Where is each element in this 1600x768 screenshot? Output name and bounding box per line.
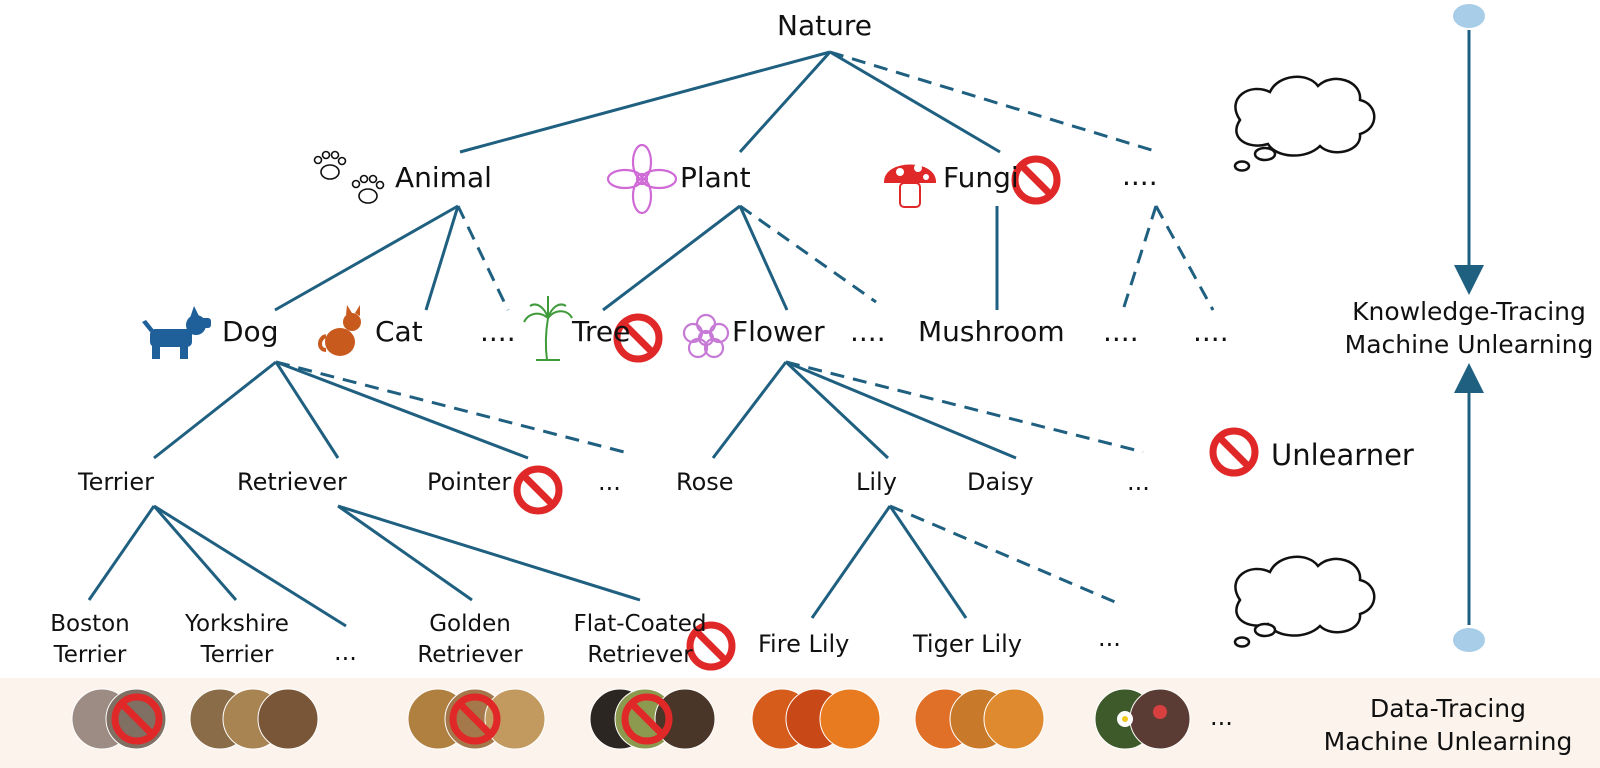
- node-pointer: Pointer: [427, 468, 512, 496]
- node-animal-more: ....: [480, 315, 516, 348]
- edge-flower-daisy: [785, 360, 1017, 460]
- node-plant-more: ....: [850, 315, 886, 348]
- ban-icon: [621, 693, 673, 745]
- ban-icon: [449, 693, 501, 745]
- node-tiger-lily: Tiger Lily: [913, 630, 1022, 658]
- legend-unlearner: Unlearner: [1271, 438, 1414, 472]
- edge-lily-tiger: [888, 505, 968, 619]
- edge-flower-lily: [784, 360, 890, 460]
- label-knowledge-line1: Knowledge-Tracing: [1352, 297, 1586, 326]
- ban-icon: [613, 313, 663, 363]
- edge-lily-more: [889, 504, 1116, 604]
- thought-cloud-icon: [1233, 555, 1376, 648]
- edge-nature-fungi: [829, 50, 1001, 154]
- axis-bottom-node: [1453, 628, 1485, 652]
- palm-tree-icon: [523, 296, 573, 361]
- edge-nature-plant: [738, 50, 832, 154]
- node-yorkshire-line1: Yorkshire: [185, 611, 289, 637]
- edge-terrier-yorkshire: [152, 505, 238, 601]
- node-terrier: Terrier: [78, 468, 154, 496]
- node-daisy: Daisy: [967, 468, 1034, 496]
- node-golden-line2: Retriever: [417, 642, 523, 669]
- photo-strip-more: ...: [1210, 703, 1233, 731]
- label-data-line1: Data-Tracing: [1369, 694, 1527, 723]
- node-golden-retriever: Golden Retriever: [400, 609, 540, 671]
- label-knowledge-line2: Machine Unlearning: [1344, 329, 1594, 359]
- node-yorkshire-terrier: Yorkshire Terrier: [167, 609, 307, 671]
- node-flat-coated-retriever: Flat-Coated Retriever: [560, 609, 720, 671]
- node-fungi: Fungi: [943, 161, 1019, 194]
- edge-dog-more: [275, 360, 625, 454]
- edge-nature-more: [829, 50, 1159, 154]
- edge-flower-rose: [711, 361, 788, 459]
- node-flower-more: ...: [1127, 468, 1150, 496]
- edge-animal-more: [456, 205, 510, 311]
- node-rose: Rose: [676, 468, 734, 496]
- node-flat-line1: Flat-Coated: [573, 611, 707, 637]
- edge-more-a: [1121, 205, 1158, 311]
- node-boston-terrier: Boston Terrier: [30, 609, 150, 671]
- edge-terrier-more: [153, 504, 347, 628]
- axis-top-node: [1453, 4, 1485, 28]
- paw-prints-icon: [313, 150, 385, 204]
- node-dog-more: ...: [598, 468, 621, 496]
- mushroom-icon: [883, 164, 937, 208]
- node-retriever: Retriever: [237, 468, 347, 496]
- edge-retriever-golden: [337, 504, 473, 602]
- node-lily-more: ...: [1098, 624, 1121, 652]
- edge-lily-fire: [810, 505, 892, 619]
- edge-plant-tree: [602, 204, 741, 312]
- edge-nature-animal: [459, 50, 831, 154]
- thought-cloud-icon: [1233, 75, 1376, 172]
- flower-icon: [606, 143, 678, 215]
- node-boston-line1: Boston: [50, 611, 130, 637]
- cat-icon: [318, 305, 361, 356]
- edge-dog-terrier: [153, 360, 277, 460]
- node-flat-line2: Retriever: [587, 642, 693, 669]
- node-animal: Animal: [395, 161, 492, 194]
- edge-flower-more: [785, 360, 1144, 454]
- node-flower: Flower: [732, 315, 825, 348]
- ban-icon: [1011, 155, 1061, 205]
- edge-retriever-flat: [337, 504, 641, 602]
- edge-plant-more: [739, 204, 877, 304]
- label-data-line2: Machine Unlearning: [1323, 726, 1573, 756]
- node-more-a: ....: [1103, 315, 1139, 348]
- photo-thumbnails: [71, 688, 1191, 750]
- node-level1-more: ....: [1122, 159, 1158, 192]
- edge-animal-dog: [274, 204, 459, 312]
- dog-icon: [142, 306, 211, 359]
- node-boston-line2: Terrier: [53, 642, 127, 669]
- node-yorkshire-line2: Terrier: [200, 642, 274, 669]
- label-data-tracing: Data-Tracing Machine Unlearning: [1318, 693, 1578, 758]
- node-mushroom: Mushroom: [918, 315, 1065, 348]
- label-knowledge-tracing: Knowledge-Tracing Machine Unlearning: [1336, 296, 1600, 361]
- edge-plant-flower: [738, 205, 789, 311]
- node-more-b: ....: [1193, 315, 1229, 348]
- node-cat: Cat: [375, 315, 423, 348]
- edge-animal-cat: [424, 205, 460, 311]
- photo-details: [1117, 705, 1167, 727]
- node-plant: Plant: [680, 161, 751, 194]
- node-fire-lily: Fire Lily: [758, 630, 850, 658]
- ban-icon: [513, 465, 563, 515]
- edge-more-b: [1154, 205, 1215, 311]
- node-nature: Nature: [777, 9, 872, 42]
- node-terrier-more: ...: [334, 638, 357, 666]
- ban-icon: [686, 621, 736, 671]
- ban-icon: [111, 693, 163, 745]
- node-dog: Dog: [222, 315, 279, 348]
- edge-dog-retriever: [274, 361, 340, 459]
- blossom-icon: [682, 313, 730, 359]
- edge-dog-pointer: [275, 360, 529, 460]
- node-golden-line1: Golden: [429, 611, 511, 637]
- node-tree: Tree: [572, 315, 631, 348]
- node-lily: Lily: [856, 468, 897, 496]
- ban-icon: [1209, 427, 1259, 477]
- edge-terrier-boston: [87, 505, 156, 601]
